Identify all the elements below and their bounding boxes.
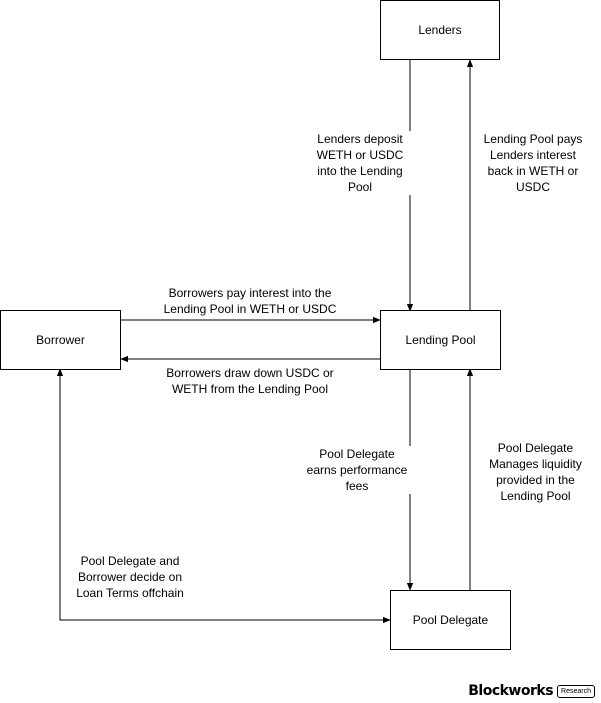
edge-label-lenders-deposit: Lenders deposit WETH or USDC into the Le… <box>305 131 415 195</box>
brand-name: Blockworks <box>468 683 554 699</box>
edge-label-delegate-fees: Pool Delegate earns performance fees <box>302 446 412 494</box>
brand-tag: Research <box>557 684 595 698</box>
node-lenders: Lenders <box>380 0 500 60</box>
edge-label-borrowers-draw-down: Borrowers draw down USDC or WETH from th… <box>166 366 334 396</box>
edge-label-pool-pays-lenders: Lending Pool pays Lenders interest back … <box>478 131 588 195</box>
node-lending-pool: Lending Pool <box>380 310 501 370</box>
node-borrower: Borrower <box>0 310 121 370</box>
arrow-borrower-delegate <box>56 368 391 624</box>
edge-label-delegate-manages: Pool Delegate Manages liquidity provided… <box>478 440 593 504</box>
edge-label-borrowers-pay-interest: Borrowers pay interest into the Lending … <box>163 286 337 316</box>
brand-logo: Blockworks Research <box>468 683 595 699</box>
node-pool-delegate: Pool Delegate <box>390 590 511 650</box>
edge-label-loan-terms: Pool Delegate and Borrower decide on Loa… <box>70 553 190 601</box>
